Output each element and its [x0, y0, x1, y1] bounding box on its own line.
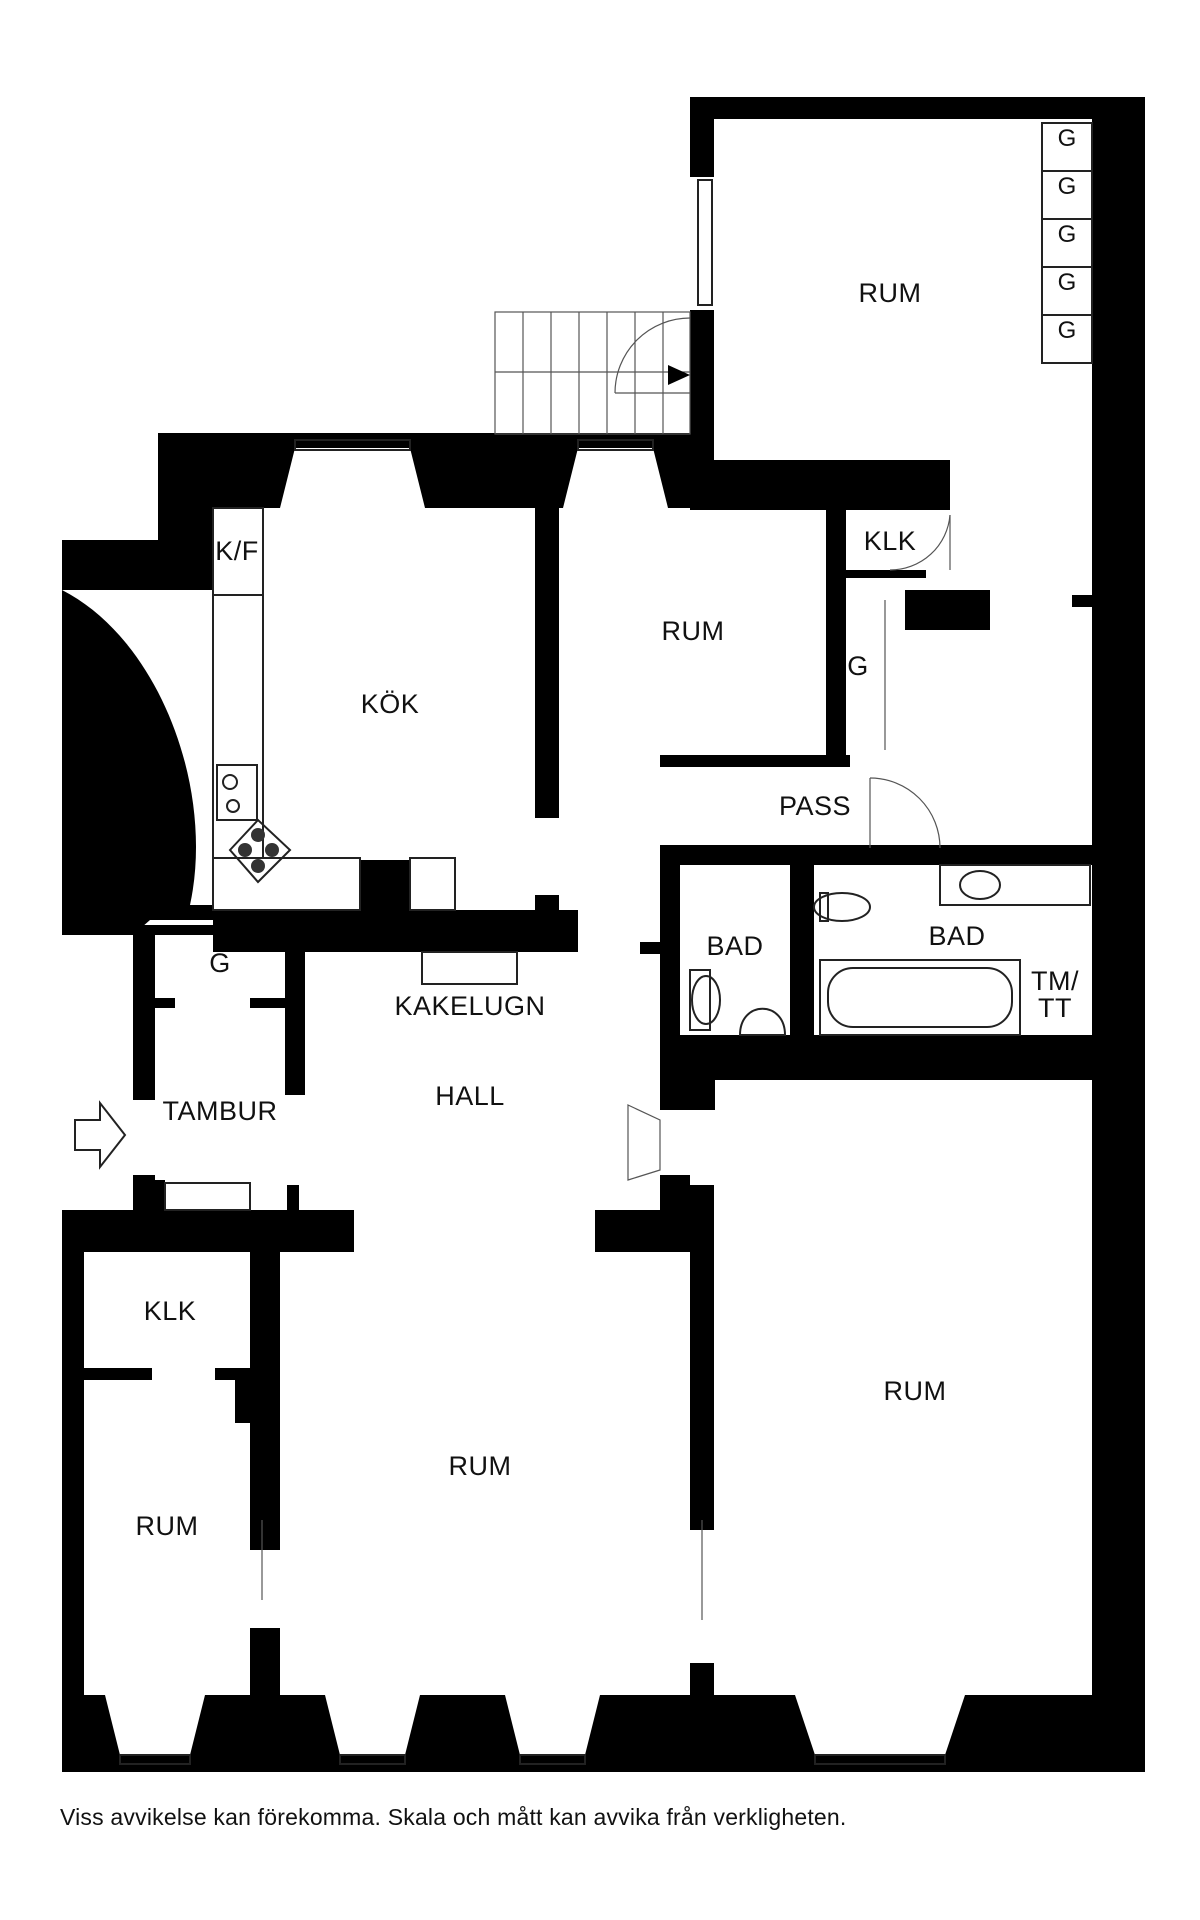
room-label-g-entry: G: [209, 948, 231, 978]
window-bottom-2: [339, 1754, 406, 1765]
wall-right-partition: [690, 1185, 714, 1530]
wall-g-bottom-left: [147, 998, 175, 1008]
windows: [119, 179, 946, 1765]
window-recess-1: [105, 1695, 205, 1755]
room-label-kok: KÖK: [361, 689, 420, 719]
wall-klk-jamb: [235, 1378, 255, 1423]
room-labels: G G G G G RUM KLK G RUM KÖK K/F PASS BAD…: [136, 125, 1079, 1541]
wall-tambur-bottom-right: [287, 1185, 299, 1210]
room-label-tmtt: TT: [1038, 993, 1072, 1023]
room-label-klk-bottom-left: KLK: [144, 1296, 197, 1326]
bath-basin-counter: [939, 864, 1091, 906]
wall-klk-left: [62, 1368, 152, 1380]
room-label-g-closet: G: [847, 651, 869, 681]
tambur-bench: [164, 1182, 251, 1211]
room-label-tmtt: TM/: [1031, 966, 1079, 996]
entry-arrow-icon: [74, 1100, 127, 1170]
wall-wing-bottom: [690, 460, 950, 510]
window-recess-4: [795, 1695, 965, 1755]
wall-klk-bottom: [846, 570, 926, 578]
wall-klk-right: [215, 1368, 255, 1380]
window-recess-3: [505, 1695, 600, 1755]
window-wing-left: [697, 179, 713, 306]
wardrobe-label: G: [1058, 317, 1077, 344]
wall-bottom-outer: [62, 1695, 1145, 1772]
room-label-rum-bottom-left: RUM: [136, 1511, 199, 1541]
wall-right-outer: [1092, 97, 1145, 1772]
wardrobe-label: G: [1058, 221, 1077, 248]
wall-g-top: [133, 925, 293, 935]
wall-rum-bottom: [660, 755, 850, 767]
kakelugn-stove: [421, 951, 518, 985]
stove-icon: [228, 818, 292, 884]
wall-right-stub: [1072, 595, 1094, 607]
room-label-pass: PASS: [779, 791, 851, 821]
wall-g-bottom-right: [250, 998, 290, 1008]
window-recess-2: [325, 1695, 420, 1755]
wall-kok-right-low: [535, 895, 559, 935]
toilet-icon-2: [813, 892, 871, 922]
room-label-bad-small: BAD: [706, 931, 763, 961]
wall-mid-right: [595, 1210, 690, 1252]
wall-top-right-wing: [690, 97, 1145, 119]
window-recess-kok: [280, 448, 425, 508]
wall-kok-right: [535, 508, 559, 818]
room-label-rum-bottom-center: RUM: [449, 1451, 512, 1481]
door-klk: [889, 514, 951, 571]
window-recess-rum: [563, 448, 668, 508]
wardrobe-label: G: [1058, 173, 1077, 200]
room-label-rum-center: RUM: [662, 616, 725, 646]
wardrobe-column: [1041, 122, 1093, 364]
wall-wing-left-upper: [690, 97, 714, 177]
room-label-rum-bottom-right: RUM: [884, 1376, 947, 1406]
wall-bottom-left-outer: [62, 1210, 84, 1770]
room-label-kakelugn: KAKELUGN: [394, 991, 545, 1021]
room-label-hall: HALL: [435, 1081, 505, 1111]
window-kok: [294, 439, 411, 451]
fixtures: [164, 122, 1093, 1211]
room-label-bad-large: BAD: [928, 921, 985, 951]
wall-bath-stub: [640, 942, 660, 954]
doors: [261, 514, 951, 1620]
bathtub-icon: [819, 959, 1021, 1036]
window-bottom-4: [814, 1754, 946, 1765]
stairs: [494, 311, 691, 435]
bay-curve: [62, 590, 213, 905]
window-bottom-1: [119, 1754, 191, 1765]
room-label-klk-top: KLK: [864, 526, 917, 556]
window-rum-center: [577, 439, 654, 451]
wall-left-partition-low: [250, 1628, 280, 1698]
wardrobe-label: G: [1058, 269, 1077, 296]
room-label-kf: K/F: [215, 536, 259, 566]
washbasin-icon: [738, 1007, 787, 1036]
wall-g-right: [285, 925, 305, 1095]
toilet-icon: [689, 969, 711, 1031]
stair-arrow-icon: [668, 365, 690, 385]
kitchen-counter-bottom: [212, 857, 361, 911]
wall-bath-corner: [660, 1070, 715, 1110]
wardrobe-label: G: [1058, 125, 1077, 152]
wall-tambur-bottom-left: [155, 1180, 165, 1210]
wall-wing-left-lower: [690, 310, 714, 460]
wall-bath-bottom: [660, 1035, 1095, 1080]
door-hall-double: [627, 1104, 661, 1181]
wall-entry-left-upper: [133, 930, 155, 1100]
walls: [62, 97, 1145, 1772]
room-label-tambur: TAMBUR: [163, 1096, 278, 1126]
window-bottom-3: [519, 1754, 586, 1765]
sink-icon: [216, 764, 258, 821]
wall-bath-top: [660, 845, 1095, 865]
wall-rum-right: [826, 508, 846, 758]
wall-door-jamb: [660, 1175, 690, 1215]
wall-klk-stub: [905, 590, 990, 630]
wall-bath-left: [660, 845, 680, 1070]
wall-mid-left: [62, 1210, 354, 1252]
door-bad: [869, 777, 941, 849]
wall-kok-chimney: [360, 860, 410, 915]
disclaimer-text: Viss avvikelse kan förekomma. Skala och …: [60, 1804, 847, 1830]
room-label-rum-top-right: RUM: [859, 278, 922, 308]
